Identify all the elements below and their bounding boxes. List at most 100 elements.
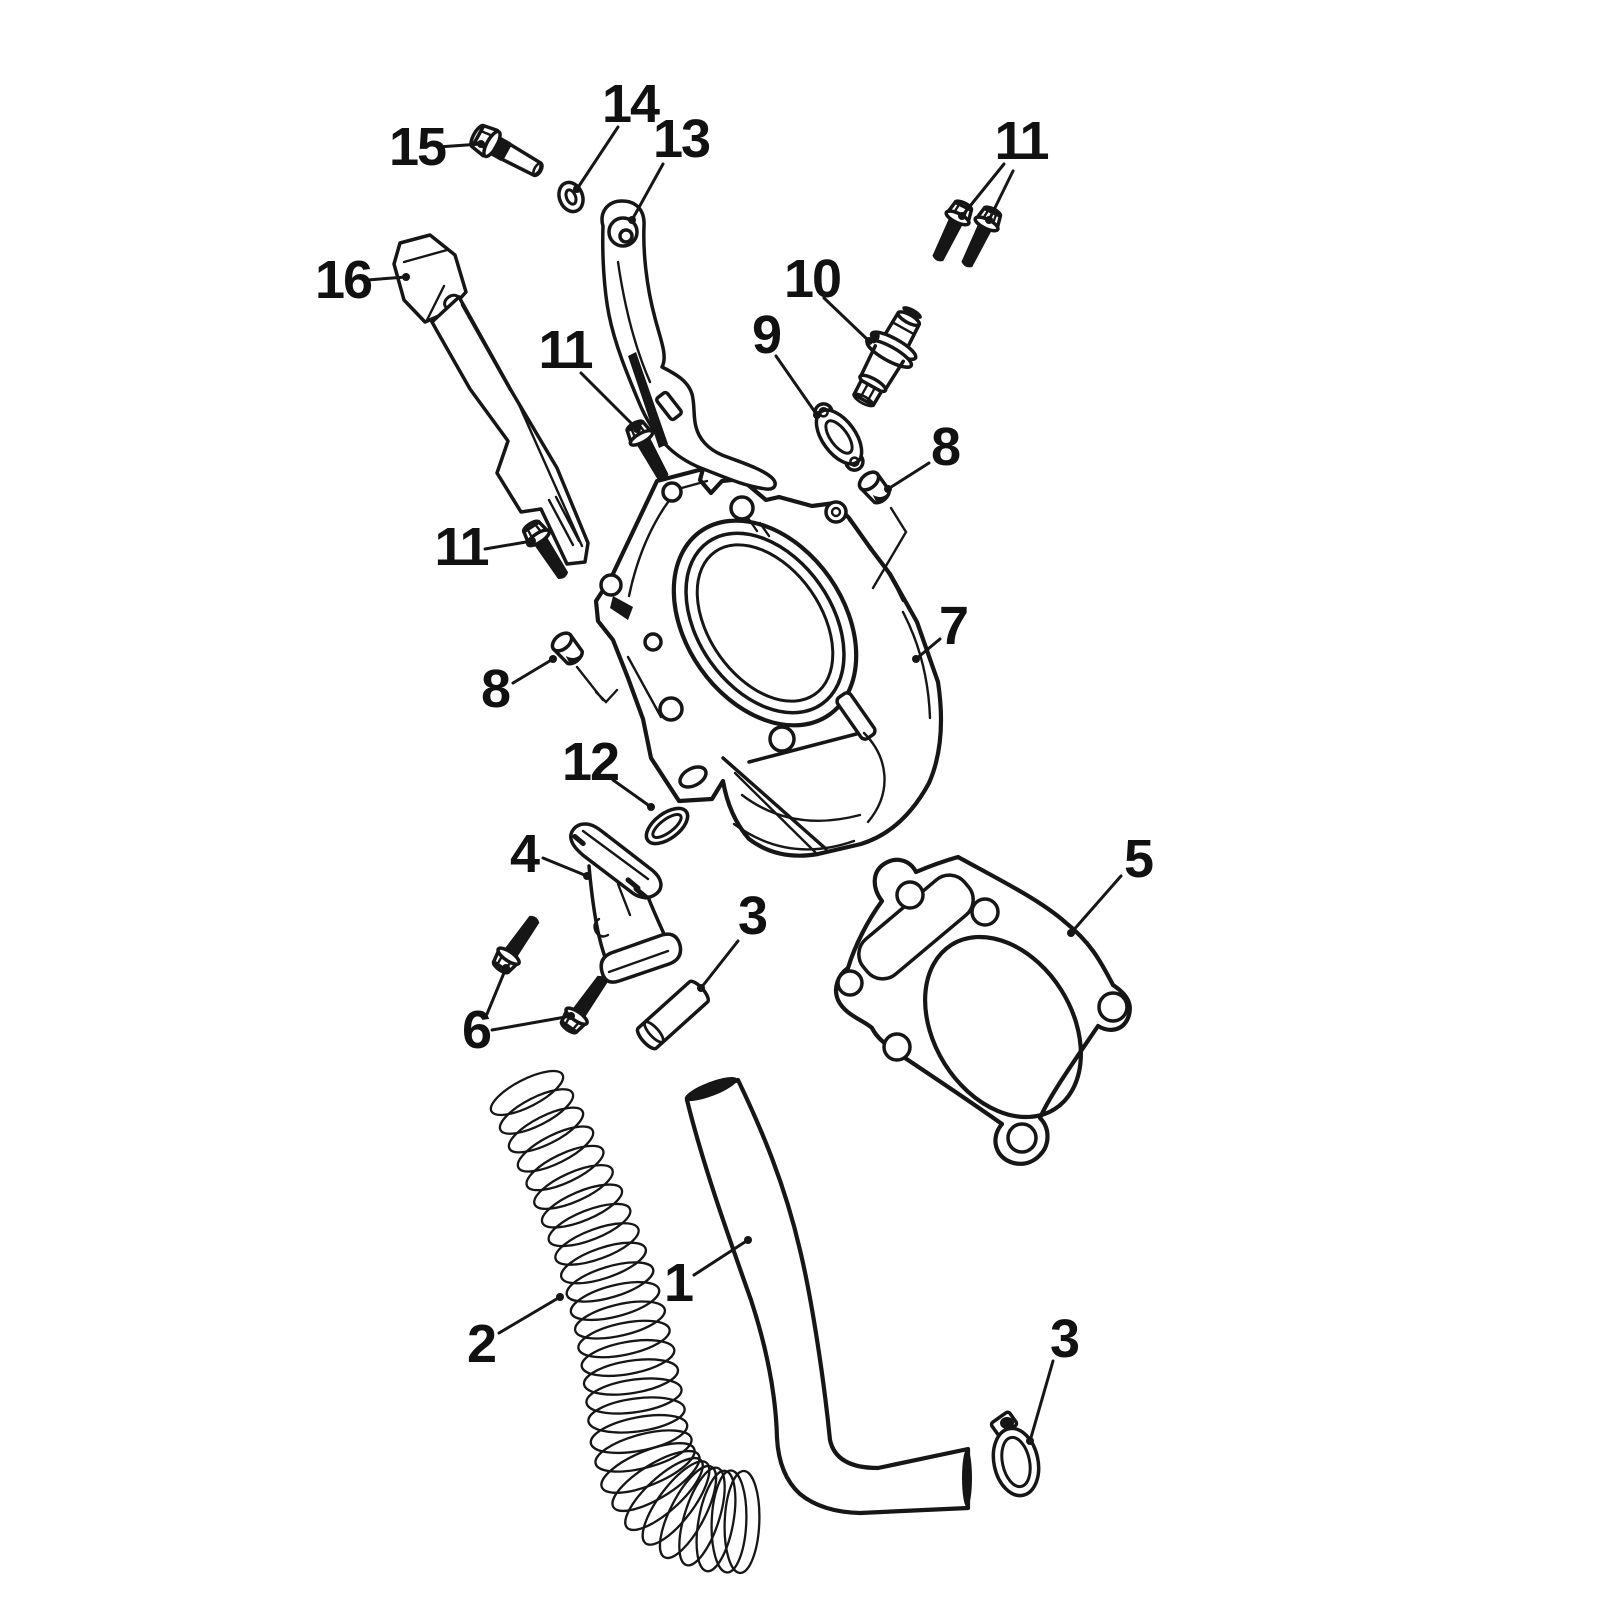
- part-number-label: 6: [462, 1000, 491, 1060]
- spring-coil: [573, 1300, 667, 1340]
- part-4-intake-joint: [569, 822, 683, 984]
- spring-coil: [507, 1106, 585, 1154]
- callout-9: 9: [752, 305, 821, 419]
- gasket-outline: [833, 854, 1132, 1166]
- tunnel-oval-hole: [678, 765, 708, 789]
- spring-coil: [589, 1413, 689, 1455]
- part-2-spring-hose: [489, 1069, 761, 1575]
- leader-line: [579, 371, 639, 431]
- spring-coil: [533, 1164, 614, 1210]
- flange-bolt-hole: [729, 495, 755, 521]
- hose-open-end: [962, 1449, 972, 1507]
- part-number-label: 3: [738, 886, 767, 946]
- spring-coil: [498, 1088, 575, 1135]
- part-6-bolt: [555, 968, 616, 1039]
- spring-coil: [554, 1222, 640, 1266]
- leader-line: [365, 275, 408, 282]
- part-number-label: 8: [481, 659, 510, 719]
- part-16-chain-guide: [392, 233, 590, 566]
- flange-bolt-hole: [658, 696, 684, 722]
- callout-1: 1: [664, 1236, 752, 1313]
- part-number-label: 3: [1050, 1309, 1079, 1369]
- callout-3: 3: [697, 886, 769, 992]
- flange-bolt-hole: [768, 725, 796, 753]
- leader-dot: [958, 212, 966, 220]
- spring-coil: [489, 1069, 565, 1117]
- callout-7: 7: [912, 596, 969, 663]
- leader-line: [822, 296, 871, 343]
- leader-dot: [528, 537, 536, 545]
- part-14-washer: [557, 180, 585, 214]
- hose-outline: [684, 1077, 971, 1516]
- leader-line: [692, 1238, 750, 1277]
- callout-8: 8: [884, 417, 962, 493]
- leader-line: [960, 162, 1006, 218]
- callout-14: 14: [573, 74, 662, 193]
- part-9-tensioner-gasket: [813, 402, 865, 472]
- leader-dot: [647, 803, 655, 811]
- arm-pivot-boss: [607, 216, 639, 248]
- intake-nub: [593, 917, 610, 938]
- leader-dot: [985, 216, 993, 224]
- spring-coil: [569, 1280, 661, 1322]
- part-number-label: 5: [1124, 829, 1153, 889]
- gasket-hole: [836, 969, 864, 997]
- bore-outer-rim: [671, 518, 859, 728]
- leader-dot: [813, 411, 821, 419]
- spring-coil: [582, 1358, 680, 1396]
- spring-coil: [658, 1464, 718, 1560]
- leader-dot: [402, 273, 410, 281]
- part-5-cylinder-gasket: [833, 854, 1132, 1166]
- part-number-label: 11: [538, 320, 592, 380]
- gasket-hole: [1006, 1122, 1038, 1154]
- leader-line: [630, 162, 665, 222]
- arm-outline: [600, 199, 777, 491]
- spring-coil: [577, 1319, 671, 1359]
- callout-13: 13: [628, 109, 712, 224]
- leader-line: [541, 856, 589, 878]
- part-15-bolt: [465, 119, 550, 186]
- spring-coil: [516, 1125, 595, 1173]
- body-contour-lines: [847, 518, 932, 824]
- intake-tube-opening: [599, 932, 683, 984]
- callout-11: 11: [434, 517, 536, 577]
- part-10-cam-chain-tensioner: [852, 306, 922, 408]
- leader-dot: [865, 337, 873, 345]
- part-number-label: 7: [939, 596, 967, 656]
- leader-dot: [502, 964, 510, 972]
- dowel-position-line: [871, 506, 908, 590]
- spring-coil: [525, 1144, 605, 1192]
- dowel-seat: [830, 506, 842, 518]
- part-number-label: 4: [510, 824, 540, 884]
- spring-coil: [587, 1396, 686, 1434]
- rim-break-marks: [746, 516, 771, 538]
- flange-bolt-hole: [661, 481, 683, 503]
- part-number-label: 11: [994, 111, 1048, 171]
- leader-dot: [1026, 1437, 1034, 1445]
- leader-dot: [628, 216, 636, 224]
- spring-coil: [641, 1460, 711, 1546]
- clamp-band-inner: [1000, 1435, 1032, 1489]
- flange-bolt-hole: [599, 573, 623, 597]
- leader-line: [611, 778, 653, 809]
- leader-line: [914, 637, 942, 661]
- spring-coil: [600, 1442, 696, 1494]
- leader-line: [511, 657, 555, 685]
- callout-3: 3: [1026, 1309, 1081, 1445]
- callout-2: 2: [467, 1293, 564, 1374]
- leader-line: [485, 966, 508, 1016]
- callout-8: 8: [481, 655, 557, 719]
- leader-line: [483, 539, 534, 551]
- part-number-label: 10: [784, 249, 840, 309]
- part-3-hose-clamp: [989, 1410, 1041, 1498]
- leader-line: [490, 1014, 573, 1032]
- spring-coil: [678, 1466, 726, 1567]
- callout-11: 11: [958, 111, 1051, 224]
- part-number-label: 15: [389, 117, 446, 177]
- part-13-tensioner-guide-arm: [600, 199, 777, 491]
- gasket-cam-chain-slot: [857, 873, 975, 981]
- side-boss-slot: [835, 691, 877, 741]
